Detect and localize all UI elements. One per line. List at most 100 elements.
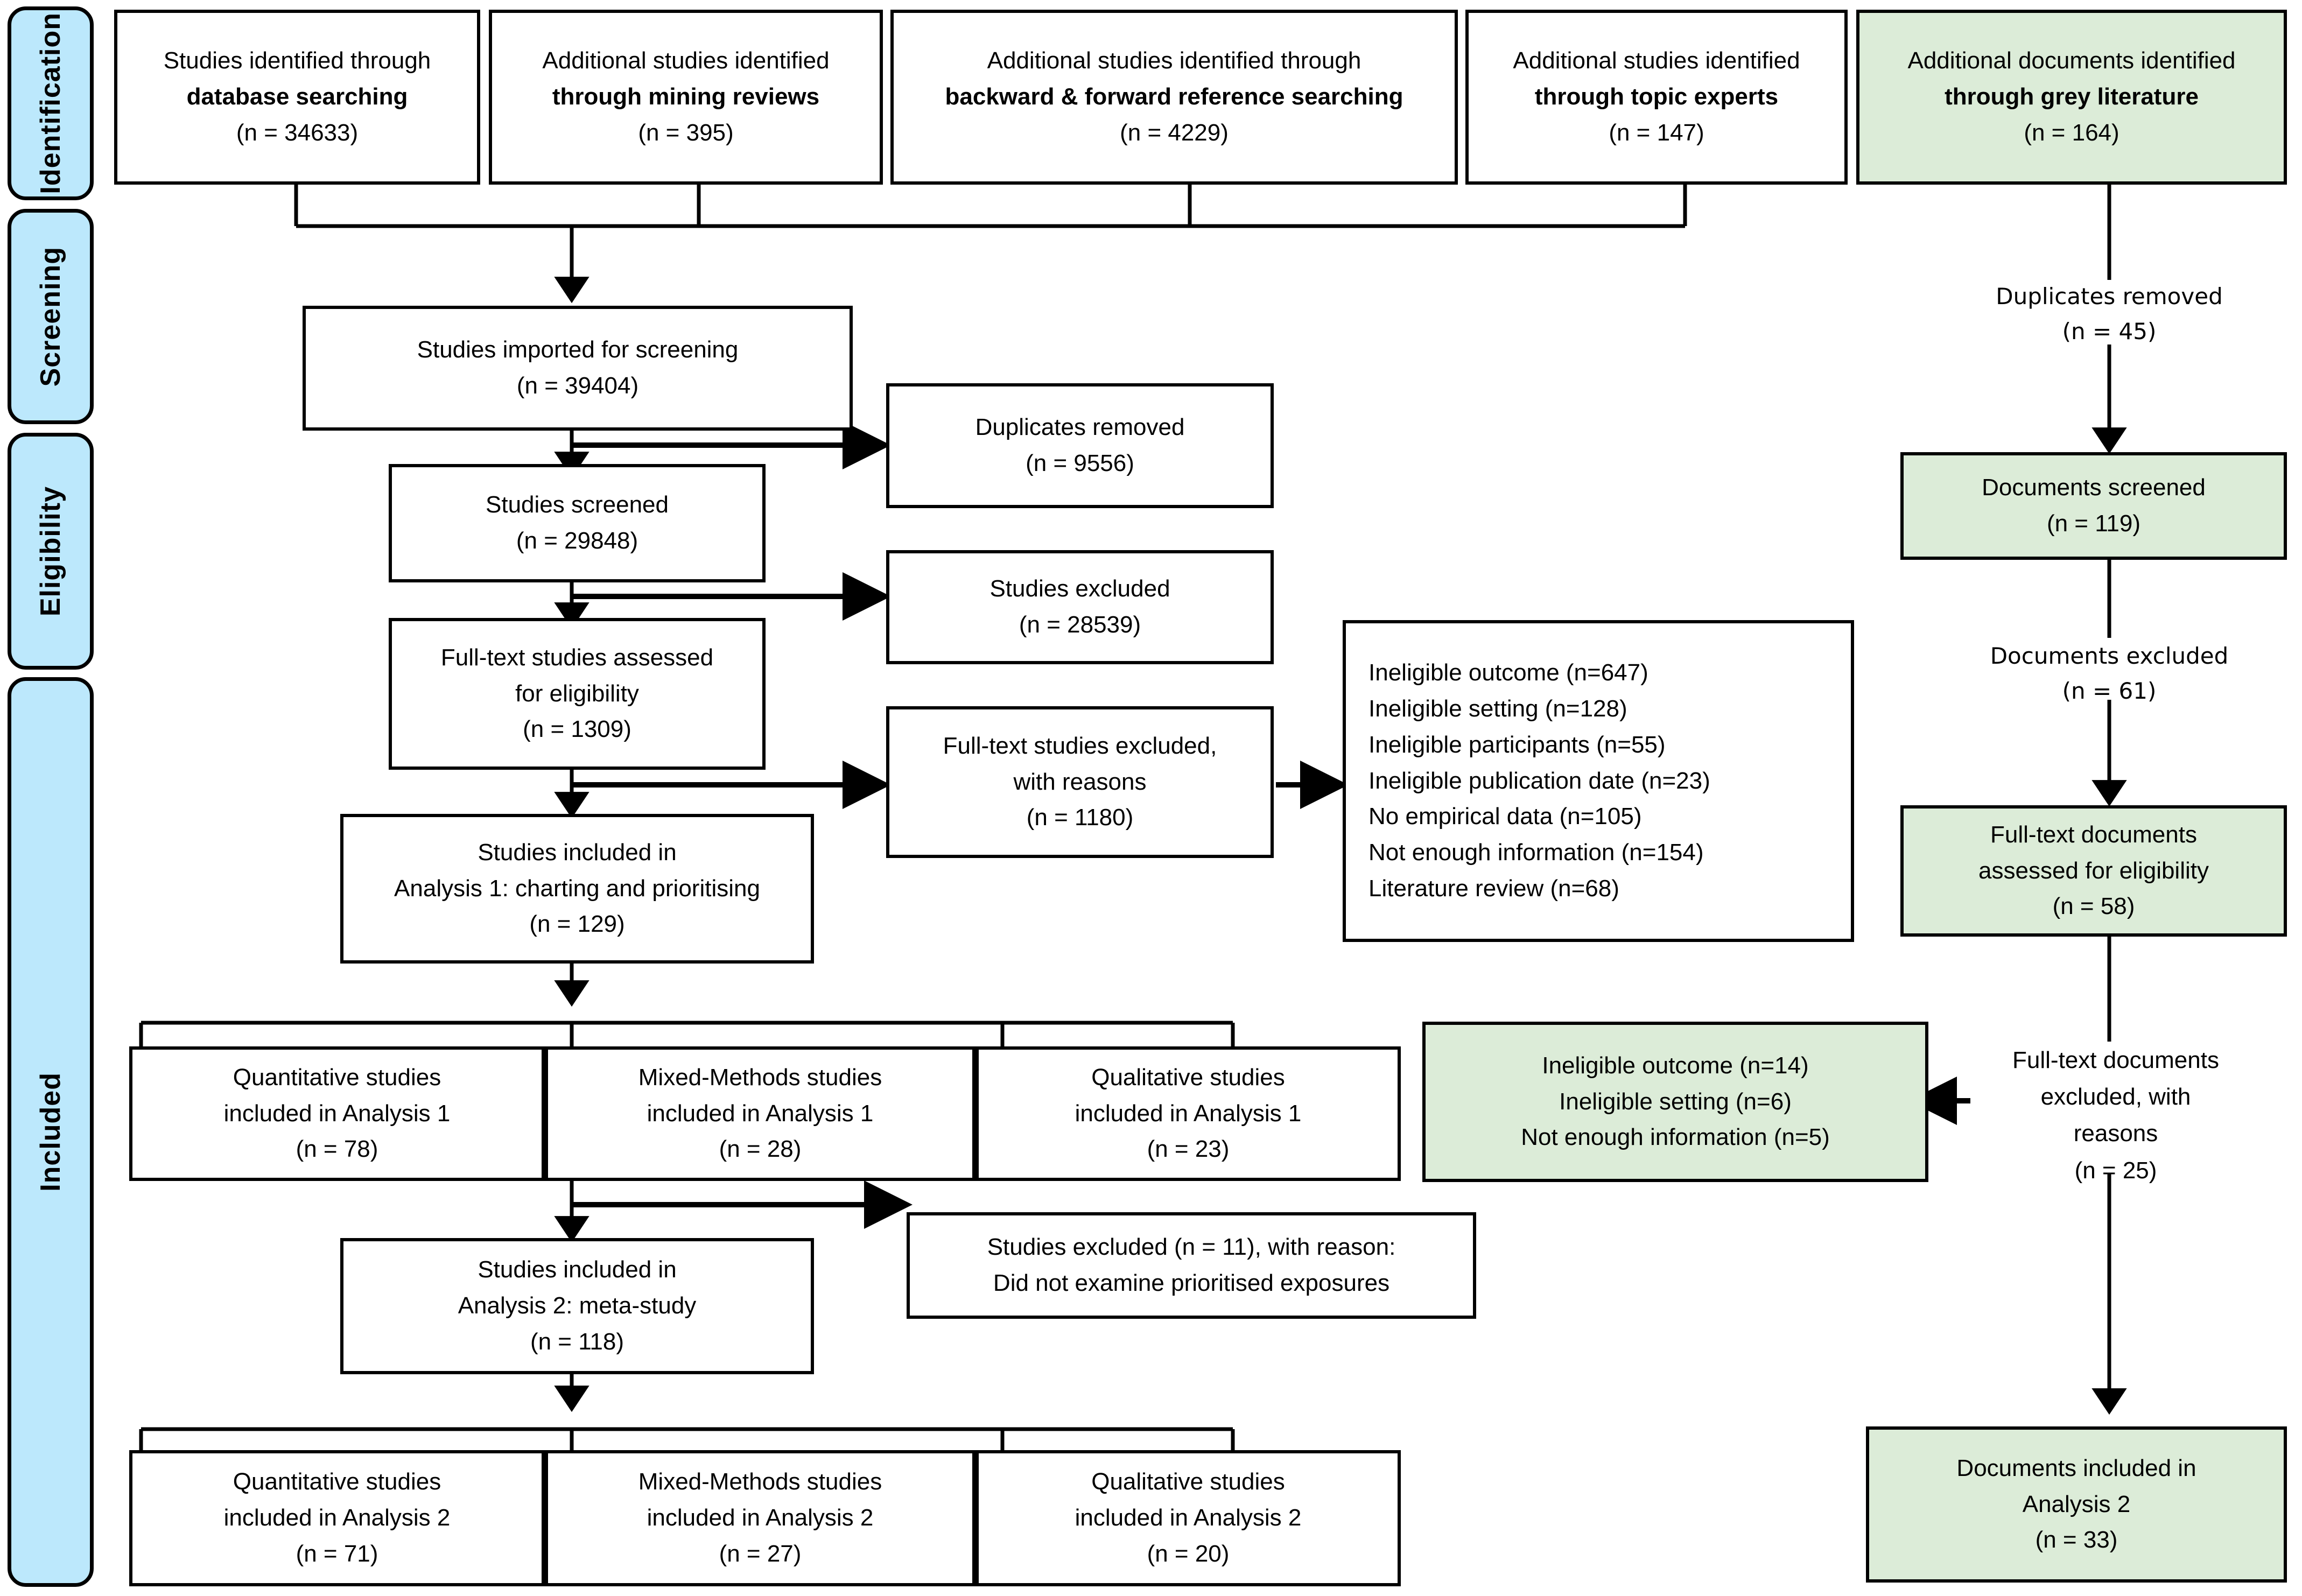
box-line-2: included in Analysis 2 <box>647 1504 874 1531</box>
box-line-1: Quantitative studies <box>233 1064 441 1091</box>
box-count: (n = 33) <box>2035 1527 2118 1553</box>
label-line-3: reasons <box>2073 1120 2158 1147</box>
box-studies-screened: Studies screened (n = 29848) <box>389 464 766 582</box>
box-count: (n = 58) <box>2052 893 2135 920</box>
label-line-2: excluded, with <box>2040 1084 2191 1110</box>
box-line-2: assessed for eligibility <box>1978 857 2209 884</box>
label-count: (n = 25) <box>2074 1157 2157 1184</box>
box-qualitative-analysis-2: Qualitative studies included in Analysis… <box>975 1450 1401 1586</box>
box-count: (n = 164) <box>2024 119 2119 146</box>
box-count: (n = 119) <box>2046 510 2141 537</box>
grey-exclusion-reason: Ineligible outcome (n=14) <box>1542 1052 1809 1079</box>
box-documents-screened: Documents screened (n = 119) <box>1900 452 2287 560</box>
box-mining-reviews: Additional studies identified through mi… <box>489 10 883 185</box>
stage-tab-included: Included <box>8 677 94 1587</box>
box-line-1: Studies screened <box>486 491 669 518</box>
box-quantitative-analysis-1: Quantitative studies included in Analysi… <box>129 1046 545 1181</box>
identification-merge-connector <box>294 183 1687 228</box>
box-line-2: backward & forward reference searching <box>945 83 1403 110</box>
box-line-2: included in Analysis 2 <box>223 1504 451 1531</box>
label-count: (n = 45) <box>2062 318 2157 345</box>
box-count: (n = 4229) <box>1120 119 1229 146</box>
box-line-1: Additional studies identified <box>1513 47 1800 74</box>
box-line-1: Documents included in <box>1956 1454 2196 1481</box>
box-line-2: included in Analysis 1 <box>223 1100 451 1127</box>
box-studies-excluded: Studies excluded (n = 28539) <box>886 550 1274 664</box>
box-count: (n = 27) <box>719 1540 802 1567</box>
box-count: (n = 28) <box>719 1136 802 1163</box>
box-line-1: Full-text studies assessed <box>440 644 714 671</box>
box-count: (n = 118) <box>530 1328 624 1355</box>
grey-exclusion-reason: Not enough information (n=5) <box>1521 1124 1830 1151</box>
box-line-2: Analysis 2 <box>2022 1490 2131 1517</box>
box-count: (n = 29848) <box>516 528 638 554</box>
box-line-1: Additional documents identified <box>1907 47 2236 74</box>
exclusion-reason: Ineligible publication date (n=23) <box>1368 767 1710 794</box>
grey-exclusion-reason: Ineligible setting (n=6) <box>1559 1088 1792 1115</box>
box-qualitative-analysis-1: Qualitative studies included in Analysis… <box>975 1046 1401 1181</box>
box-studies-imported: Studies imported for screening (n = 3940… <box>303 306 853 431</box>
box-count: (n = 71) <box>296 1540 378 1567</box>
box-fulltext-excluded: Full-text studies excluded, with reasons… <box>886 706 1274 858</box>
label-documents-excluded: Documents excluded (n = 61) <box>1872 638 2302 708</box>
box-line-2: through grey literature <box>1945 83 2199 110</box>
box-count: (n = 129) <box>529 911 625 938</box>
box-analysis1-total: Studies included in Analysis 1: charting… <box>340 814 814 964</box>
label-grey-fulltext-excluded: Full-text documents excluded, with reaso… <box>1965 1042 2266 1189</box>
stage-tab-identification: Identification <box>8 6 94 200</box>
box-line-2: Did not examine prioritised exposures <box>993 1270 1390 1296</box>
box-line-2: database searching <box>186 83 408 110</box>
box-line-2: with reasons <box>1013 768 1147 795</box>
box-database-searching: Studies identified through database sear… <box>114 10 480 185</box>
box-count: (n = 23) <box>1147 1136 1230 1163</box>
box-count: (n = 147) <box>1609 119 1704 146</box>
stage-label-included: Included <box>35 1072 66 1192</box>
box-line-1: Additional studies identified <box>542 47 830 74</box>
exclusion-reason: Ineligible outcome (n=647) <box>1368 659 1648 686</box>
label-line-1: Full-text documents <box>2012 1047 2219 1073</box>
box-grey-fulltext-assessed: Full-text documents assessed for eligibi… <box>1900 805 2287 937</box>
box-line-2: included in Analysis 1 <box>647 1100 874 1127</box>
box-line-1: Qualitative studies <box>1091 1064 1285 1091</box>
box-line-1: Additional studies identified through <box>987 47 1361 74</box>
box-count: (n = 78) <box>296 1136 378 1163</box>
label-line-1: Duplicates removed <box>1996 283 2223 310</box>
stage-label-eligibility: Eligibility <box>35 486 66 617</box>
box-grey-exclusion-reasons: Ineligible outcome (n=14) Ineligible set… <box>1422 1022 1928 1182</box>
box-line-1: Duplicates removed <box>975 414 1185 441</box>
box-documents-included: Documents included in Analysis 2 (n = 33… <box>1866 1426 2287 1583</box>
label-count: (n = 61) <box>2062 678 2157 705</box>
box-count: (n = 20) <box>1147 1540 1230 1567</box>
box-line-1: Studies included in <box>478 1256 677 1283</box>
box-line-2: for eligibility <box>515 680 639 707</box>
analysis2-split-connector <box>139 1374 1235 1453</box>
box-quantitative-analysis-2: Quantitative studies included in Analysi… <box>129 1450 545 1586</box>
box-topic-experts: Additional studies identified through to… <box>1465 10 1848 185</box>
box-line-2: through topic experts <box>1534 83 1779 110</box>
label-grey-duplicates-removed: Duplicates removed (n = 45) <box>1872 279 2302 349</box>
box-analysis2-excluded: Studies excluded (n = 11), with reason: … <box>907 1212 1476 1319</box>
box-count: (n = 9556) <box>1026 450 1134 476</box>
box-duplicates-removed: Duplicates removed (n = 9556) <box>886 383 1274 508</box>
stage-label-identification: Identification <box>35 12 66 194</box>
box-count: (n = 1309) <box>523 716 631 743</box>
box-count: (n = 39404) <box>516 372 639 399</box>
box-exclusion-reasons: Ineligible outcome (n=647) Ineligible se… <box>1343 620 1854 942</box>
box-mixed-methods-analysis-2: Mixed-Methods studies included in Analys… <box>545 1450 975 1586</box>
box-line-2: Analysis 2: meta-study <box>458 1292 697 1319</box>
box-line-1: Mixed-Methods studies <box>638 1468 882 1495</box>
exclusion-reason: Ineligible participants (n=55) <box>1368 731 1666 758</box>
exclusion-reason: Literature review (n=68) <box>1368 875 1619 902</box>
box-line-1: Full-text studies excluded, <box>943 732 1217 759</box>
box-line-2: Analysis 1: charting and prioritising <box>394 875 760 902</box>
box-count: (n = 395) <box>638 119 734 146</box>
label-line-1: Documents excluded <box>1990 643 2229 669</box>
analysis1-split-connector <box>139 964 1235 1050</box>
box-line-1: Mixed-Methods studies <box>638 1064 882 1091</box>
box-line-1: Qualitative studies <box>1091 1468 1285 1495</box>
box-analysis2-total: Studies included in Analysis 2: meta-stu… <box>340 1238 814 1374</box>
box-count: (n = 28539) <box>1019 611 1141 638</box>
stage-label-screening: Screening <box>35 246 66 387</box>
exclusion-reason: No empirical data (n=105) <box>1368 803 1642 830</box>
